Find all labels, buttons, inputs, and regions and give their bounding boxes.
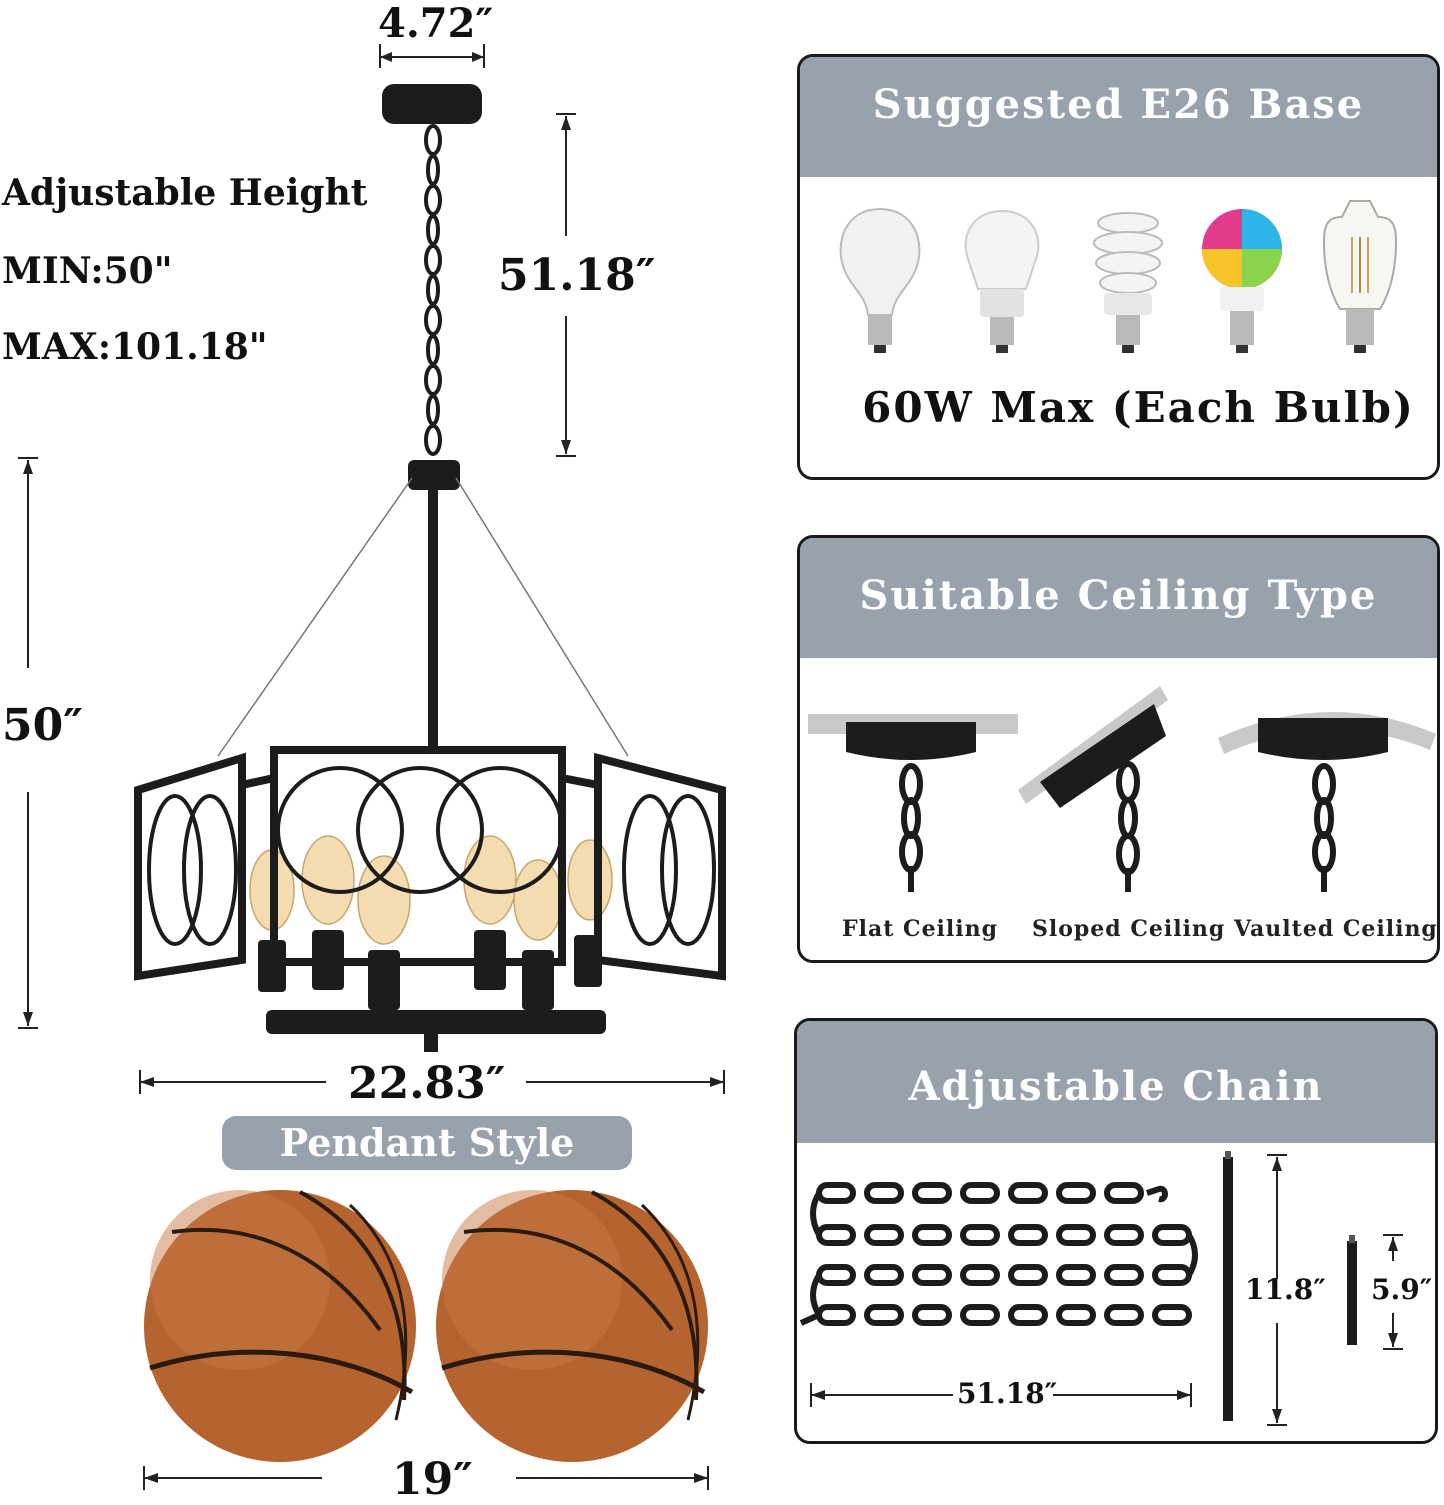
incandescent-bulb-icon — [839, 207, 921, 353]
height-note-min: MIN:50" — [2, 250, 173, 292]
ball-width-label: 19″ — [392, 1454, 473, 1505]
ceiling-types-illustration — [800, 678, 1437, 898]
chain-panel-short-rod-label: 5.9″ — [1371, 1273, 1433, 1306]
rgb-smart-bulb-icon — [1202, 209, 1282, 353]
edison-filament-bulb-icon — [1322, 200, 1398, 353]
ceiling-panel-title: Suitable Ceiling Type — [800, 538, 1437, 658]
body-width-label: 22.83″ — [348, 1058, 506, 1109]
height-note: Adjustable Height MIN:50" MAX:101.18" — [2, 172, 367, 368]
ceiling-panel: Suitable Ceiling Type — [797, 535, 1440, 963]
ceiling-type-flat: Flat Ceiling — [842, 916, 999, 942]
led-bulb-icon — [964, 209, 1040, 353]
chain-length-label: 51.18″ — [498, 250, 656, 301]
vaulted-ceiling-icon — [1218, 711, 1436, 892]
chain-coil-icon — [799, 1182, 1198, 1326]
cfl-spiral-bulb-icon — [1093, 212, 1163, 353]
short-rod-icon — [1347, 1235, 1357, 1345]
bulbs-max-note: 60W Max (Each Bulb) — [862, 383, 1415, 432]
pendant-style-pill: Pendant Style — [222, 1116, 632, 1170]
chain-illustration — [797, 1143, 1435, 1441]
chandelier-drawing — [18, 44, 726, 1490]
sloped-ceiling-icon — [1018, 686, 1168, 892]
bulbs-panel: Suggested E26 Base Bulbs — [797, 54, 1440, 480]
chain-panel-title: Adjustable Chain — [797, 1021, 1435, 1143]
height-note-max: MAX:101.18" — [2, 326, 268, 368]
bulb-row — [830, 197, 1420, 357]
bulbs-panel-title: Suggested E26 Base Bulbs — [800, 57, 1437, 224]
ceiling-type-vaulted: Vaulted Ceiling — [1234, 916, 1438, 942]
top-width-label: 4.72″ — [378, 0, 494, 47]
long-rod-icon — [1223, 1151, 1233, 1421]
chain-panel-long-rod-label: 11.8″ — [1245, 1273, 1326, 1306]
chain-panel-length-label: 51.18″ — [957, 1377, 1058, 1410]
basketball-icon — [144, 1190, 416, 1462]
ceiling-type-sloped: Sloped Ceiling — [1032, 916, 1226, 942]
body-height-label: 50″ — [2, 700, 83, 751]
flat-ceiling-icon — [808, 714, 1018, 892]
fixture-illustration — [18, 44, 726, 1490]
basketball-icon — [436, 1190, 708, 1462]
chain-panel: Adjustable Chain — [794, 1018, 1438, 1444]
height-note-title: Adjustable Height — [2, 172, 368, 214]
